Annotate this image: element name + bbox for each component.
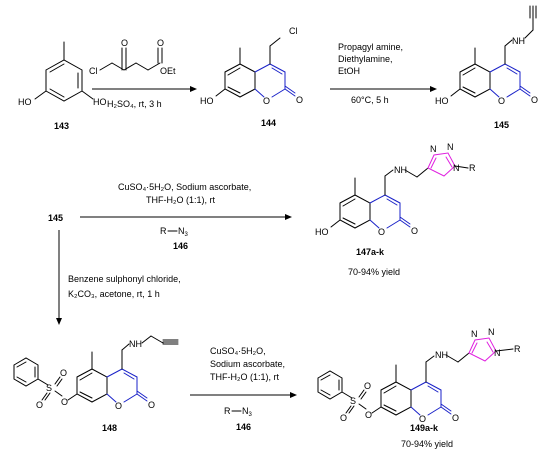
atom-label: Cl (289, 26, 298, 36)
step2-conditions-line3: EtOH (338, 66, 360, 76)
atom-label: O (498, 96, 505, 106)
step2-conditions-line2: Diethylamine, (338, 54, 393, 64)
compound-148-label: 148 (102, 423, 117, 433)
step5-conditions-line2: Sodium ascorbate, (210, 359, 285, 369)
atom-label: O (157, 38, 164, 48)
atom-label: O (411, 226, 418, 236)
atom-label: O (531, 95, 538, 105)
compound-145-label: 145 (494, 120, 509, 130)
atom-label: O (60, 368, 67, 378)
atom-label: O (61, 397, 68, 407)
atom-label: O (296, 95, 303, 105)
compound-145-reference-label: 145 (48, 213, 63, 223)
step3-conditions-line1: CuSO₄·5H₂O, Sodium ascorbate, (118, 182, 251, 192)
step4-conditions-line1: Benzene sulphonyl chloride, (68, 274, 181, 284)
compound-143-label: 143 (54, 121, 69, 131)
atom-label: N (494, 348, 501, 358)
compound-147-label: 147a-k (356, 247, 385, 257)
atom-label: NH (129, 339, 142, 349)
atom-label: HO (200, 96, 214, 106)
atom-label: N (447, 142, 454, 152)
atom-label: O (121, 38, 128, 48)
atom-label: NH (435, 350, 448, 360)
compound-145-structure: NH O O HO (435, 5, 538, 106)
compound-149-yield: 70-94% yield (401, 439, 453, 449)
compound-144-label: 144 (261, 118, 276, 128)
compound-146-label: 146 (236, 422, 251, 432)
step2-conditions-line4: 60°C, 5 h (351, 95, 389, 105)
atom-label: OEt (160, 66, 176, 76)
atom-label: NH (394, 165, 407, 175)
atom-label: O (148, 400, 155, 410)
azide-reagent-n: N3 (242, 406, 253, 418)
compound-147-structure: NH N N N R O O HO (315, 142, 476, 237)
step3-conditions-line2: THF-H₂O (1:1), rt (146, 195, 215, 205)
azide-reagent-n: N3 (178, 226, 189, 238)
step5-conditions-line3: THF-H₂O (1:1), rt (210, 372, 279, 382)
atom-label: O (378, 227, 385, 237)
atom-label: HO (93, 97, 107, 107)
atom-label: O (452, 413, 459, 423)
step1-conditions: H₂SO₄, rt, 3 h (107, 99, 162, 109)
atom-label: R (469, 163, 476, 173)
atom-label: O (419, 414, 426, 424)
atom-label: HO (18, 97, 32, 107)
atom-label: N (430, 144, 437, 154)
azide-reagent-r: R (160, 226, 167, 236)
compound-143-structure: HO HO (18, 41, 107, 107)
atom-label: NH (512, 36, 525, 46)
atom-label: O (263, 96, 270, 106)
ethyl-chloroacetoacetate-structure: Cl O O OEt (89, 38, 176, 76)
compound-147-yield: 70-94% yield (348, 267, 400, 277)
step4-conditions-line2: K₂CO₃, acetone, rt, 1 h (68, 289, 160, 299)
atom-label: O (364, 381, 371, 391)
compound-148-structure: S O O O NH O O (13, 335, 179, 411)
atom-label: O (340, 413, 347, 423)
atom-label: N (488, 327, 495, 337)
atom-label: N (471, 329, 478, 339)
atom-label: HO (435, 96, 449, 106)
atom-label: O (115, 401, 122, 411)
atom-label: HO (315, 227, 329, 237)
step2-conditions-line1: Propagyl amine, (338, 42, 403, 52)
atom-label: O (36, 400, 43, 410)
compound-146-label: 146 (173, 241, 188, 251)
azide-reagent-r: R (224, 406, 231, 416)
atom-label: O (365, 410, 372, 420)
compound-149-label: 149a-k (410, 423, 439, 433)
compound-149-structure: S O O O NH N N N R O (317, 327, 521, 424)
atom-label: Cl (89, 66, 98, 76)
atom-label: S (46, 383, 52, 393)
step5-conditions-line1: CuSO₄·5H₂O, (210, 346, 266, 356)
compound-144-structure: Cl O O HO (200, 26, 303, 106)
atom-label: S (350, 396, 356, 406)
atom-label: R (514, 344, 521, 354)
atom-label: N (453, 163, 460, 173)
